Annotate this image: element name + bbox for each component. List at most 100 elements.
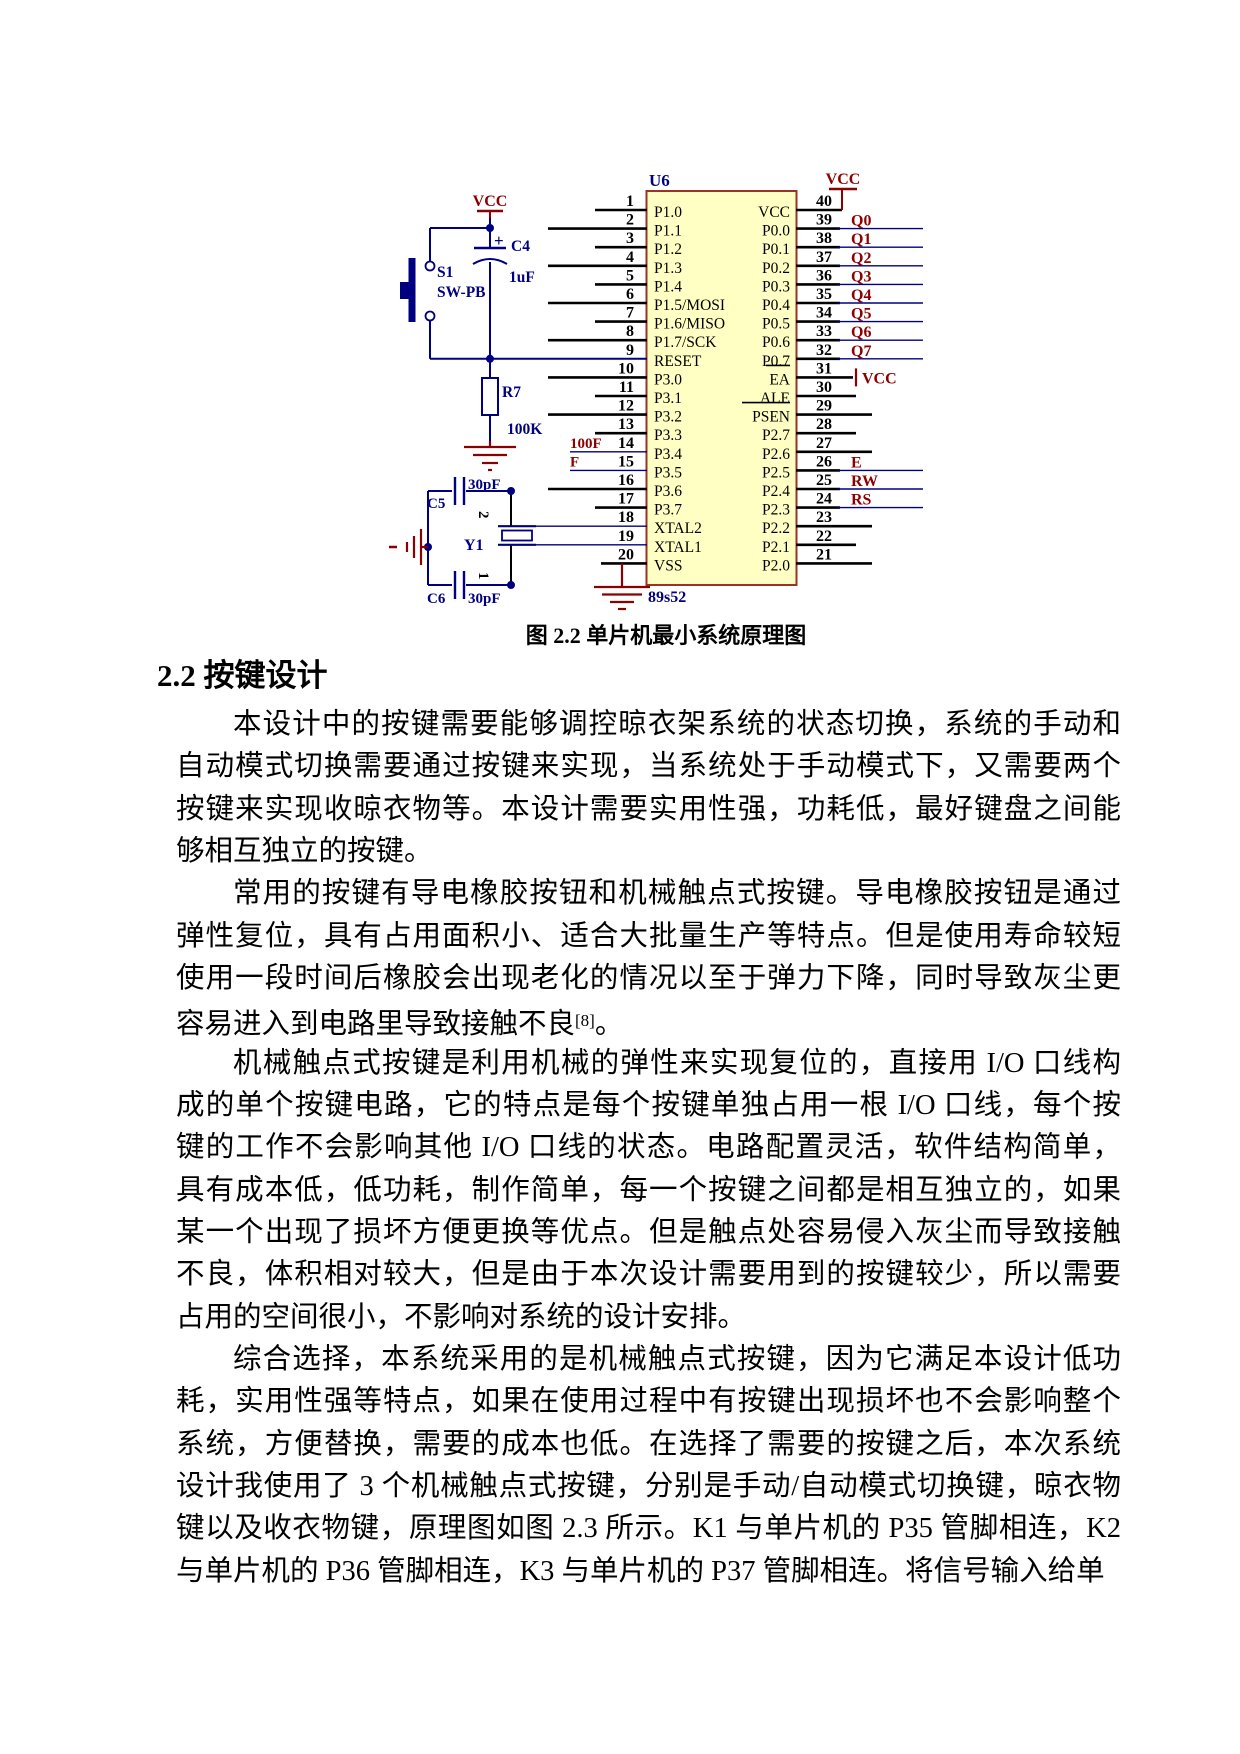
pin-label-P2.4: P2.4 (762, 483, 790, 500)
pin-number-6: 6 (626, 286, 634, 303)
paragraph-line: 耗，实用性强等特点，如果在使用过程中有按键出现损坏也不会影响整个 (176, 1386, 1121, 1418)
pin-label-P0.6: P0.6 (762, 334, 790, 351)
pin-label-P1.4: P1.4 (654, 278, 682, 295)
pin-number-30: 30 (816, 379, 832, 396)
pin-label-P1.1: P1.1 (654, 223, 682, 240)
junction-dot (486, 354, 494, 363)
paragraph-line: 某一个出现了损坏方便更换等优点。但是触点处容易侵入灰尘而导致接触 (176, 1216, 1121, 1248)
crystal-circuit-wires (427, 477, 511, 599)
paragraph-line: 具有成本低，低功耗，制作简单，每一个按键之间都是相互独立的，如果 (176, 1174, 1121, 1206)
vcc-symbol-left: VCC (473, 193, 508, 218)
pin-label-PSEN: PSEN (752, 409, 790, 426)
pin-label-P3.3: P3.3 (654, 427, 682, 444)
pin-number-14: 14 (618, 435, 634, 452)
pin-label-P2.7: P2.7 (762, 427, 790, 444)
c4-plus-sign: + (494, 231, 504, 250)
r7-value: 100K (507, 421, 542, 438)
pin-number-39: 39 (816, 212, 832, 229)
pin-number-12: 12 (618, 398, 634, 415)
pin-number-32: 32 (816, 342, 832, 359)
paragraph-line: 够相互独立的按键。 (176, 835, 433, 867)
mcu-chip-body (645, 190, 798, 586)
pin-label-P0.1: P0.1 (762, 241, 790, 258)
left-pin-group: 1P1.02P1.13P1.24P1.35P1.46P1.5/MOSI7P1.6… (536, 193, 725, 574)
pin-number-33: 33 (816, 323, 832, 340)
paragraph-line-with-reference: 容易进入到电路里导致接触不良[8]。 (176, 1000, 1121, 1042)
pin-label-P0.4: P0.4 (762, 297, 790, 314)
pin-number-31: 31 (816, 360, 832, 377)
citation-reference: [8] (575, 1011, 595, 1031)
s1-type: SW-PB (437, 284, 486, 301)
pin-number-15: 15 (618, 453, 634, 470)
net-label-Q1: Q1 (851, 231, 871, 248)
pin-number-18: 18 (618, 509, 634, 526)
switch-s1: S1 SW-PB (400, 258, 486, 322)
pin-number-16: 16 (618, 472, 634, 489)
capacitor-c4: + C4 1uF (472, 231, 535, 286)
pin-label-P0.7: P0.7 (762, 353, 790, 370)
pin-number-9: 9 (626, 342, 634, 359)
ground-symbol-vss (594, 563, 650, 611)
y1-pin2-label: 2 (475, 511, 491, 519)
pin-label-P3.6: P3.6 (654, 483, 682, 500)
net-label-Q7: Q7 (851, 343, 871, 360)
y1-pin1-label: 1 (475, 572, 491, 580)
pin-number-19: 19 (618, 528, 634, 545)
line-text: 容易进入到电路里导致接触不良 (176, 1009, 576, 1041)
junction-dot (486, 224, 494, 232)
pin-number-4: 4 (626, 249, 634, 266)
net-label-F: F (570, 454, 579, 470)
pin-number-3: 3 (626, 230, 634, 247)
pin-number-26: 26 (816, 453, 832, 470)
r7-ref: R7 (502, 384, 521, 401)
junction-dot (507, 487, 515, 495)
c6-value: 30pF (468, 591, 501, 607)
pin-number-34: 34 (816, 305, 832, 322)
body-text: 本设计中的按键需要能够调控晾衣架系统的状态切换，系统的手动和 自动模式切换需要通… (176, 704, 1121, 1593)
pin-number-21: 21 (816, 546, 832, 563)
c5-ref: C5 (427, 496, 445, 512)
pin-label-P2.6: P2.6 (762, 446, 790, 463)
paragraph-line: 系统，方便替换，需要的成本也低。在选择了需要的按键之后，本次系统 (176, 1428, 1121, 1460)
pin-number-10: 10 (618, 360, 634, 377)
pin-number-35: 35 (816, 286, 832, 303)
pin-label-P3.1: P3.1 (654, 390, 682, 407)
pin-label-P0.2: P0.2 (762, 260, 790, 277)
chip-part-number: 89s52 (648, 589, 686, 606)
pin-number-24: 24 (816, 491, 832, 508)
pin-number-27: 27 (816, 435, 832, 452)
c6-ref: C6 (427, 591, 446, 607)
pin-label-RESET: RESET (654, 353, 702, 370)
vcc-label-left: VCC (473, 193, 508, 210)
section-heading: 2.2 按键设计 (157, 658, 328, 693)
net-label-Q5: Q5 (851, 306, 871, 323)
pin-number-25: 25 (816, 472, 832, 489)
pin-label-P1.6/MISO: P1.6/MISO (654, 316, 725, 333)
paragraph-line: 弹性复位，具有占用面积小、适合大批量生产等特点。但是使用寿命较短 (176, 920, 1121, 952)
pin-label-P2.1: P2.1 (762, 539, 790, 556)
pin-number-29: 29 (816, 398, 832, 415)
net-label-Q3: Q3 (851, 268, 871, 285)
pin-label-P3.5: P3.5 (654, 464, 682, 481)
net-label-Q2: Q2 (851, 250, 871, 267)
s1-ref: S1 (437, 264, 453, 281)
pin-label-P2.3: P2.3 (762, 502, 790, 519)
pin-label-P1.7/SCK: P1.7/SCK (654, 334, 717, 351)
pin-label-ALE: ALE (760, 390, 790, 407)
pin-label-P0.0: P0.0 (762, 223, 790, 240)
pin-label-P3.4: P3.4 (654, 446, 682, 463)
pin-number-1: 1 (626, 193, 634, 210)
net-label-Q6: Q6 (851, 324, 871, 341)
vcc-label-ea: VCC (862, 370, 897, 387)
ground-symbol-r7 (464, 441, 516, 472)
pin-number-23: 23 (816, 509, 832, 526)
pin-number-40: 40 (816, 193, 832, 210)
paragraph-line: 占用的空间很小，不影响对系统的设计安排。 (176, 1301, 747, 1333)
pin-label-P1.5/MOSI: P1.5/MOSI (654, 297, 725, 314)
pin-number-2: 2 (626, 212, 634, 229)
pin-label-P2.0: P2.0 (762, 557, 790, 574)
paragraph-line: 按键来实现收晾衣物等。本设计需要实用性强，功耗低，最好键盘之间能 (176, 793, 1121, 825)
pin-number-7: 7 (626, 305, 634, 322)
paragraph-line: 设计我使用了 3 个机械触点式按键，分别是手动/自动模式切换键，晾衣物 (176, 1470, 1121, 1502)
